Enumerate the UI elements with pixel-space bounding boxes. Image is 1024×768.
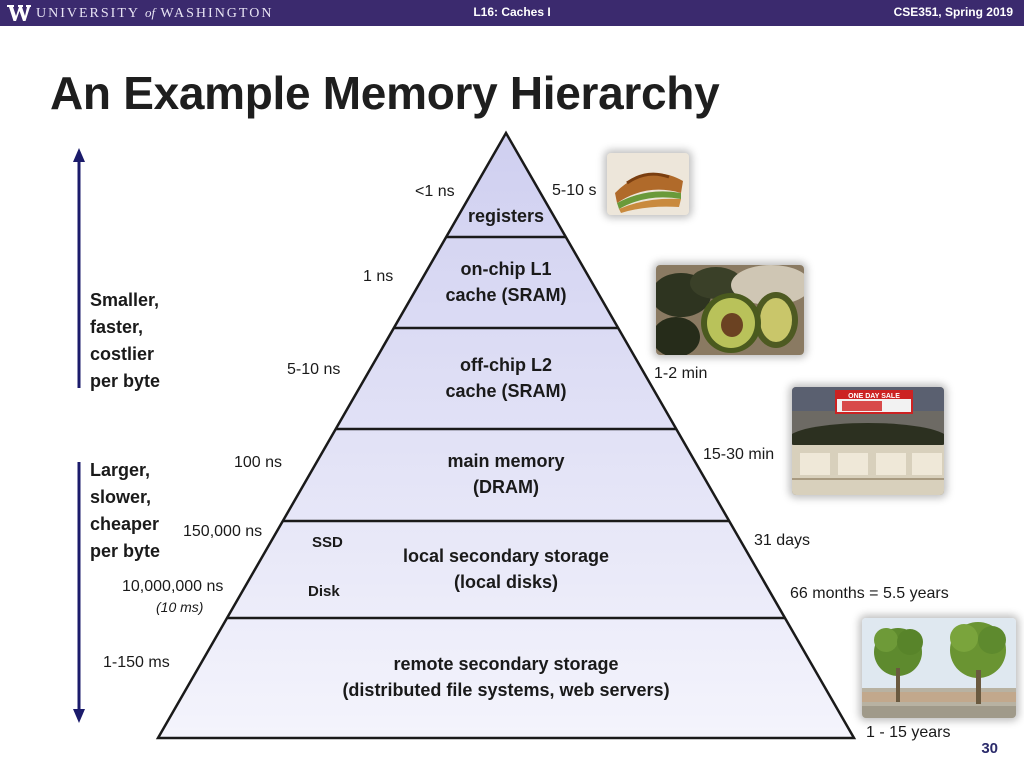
uw-w-logo-icon — [7, 5, 31, 21]
analogy-disk: 66 months = 5.5 years — [790, 585, 949, 602]
level-l2-cache: off-chip L2 cache (SRAM) — [406, 352, 606, 404]
sandwich-photo — [607, 153, 689, 215]
level-line: off-chip L2 — [460, 355, 552, 375]
side-top-line: per byte — [90, 371, 161, 391]
side-bottom-line: Larger, — [90, 460, 151, 480]
level-main-memory: main memory (DRAM) — [386, 448, 626, 500]
double-arrow-icon — [73, 148, 85, 723]
header-bar: UNIVERSITY of WASHINGTON L16: Caches I C… — [0, 0, 1024, 26]
level-line: (local disks) — [453, 572, 559, 592]
side-label-top: Smaller, faster, costlier per byte — [90, 287, 160, 395]
sale-sign-text: ONE DAY SALE — [848, 393, 900, 400]
time-disk: 10,000,000 ns — [122, 578, 224, 595]
level-line: (DRAM) — [473, 477, 539, 497]
lecture-title: L16: Caches I — [473, 5, 551, 19]
level-line: remote secondary storage — [393, 654, 619, 674]
course-label: CSE351, Spring 2019 — [893, 5, 1013, 19]
disk-label: Disk — [308, 583, 340, 600]
side-bottom-line: cheaper — [90, 514, 160, 534]
analogy-ssd: 31 days — [754, 532, 811, 549]
page-number: 30 — [981, 740, 998, 757]
level-line: registers — [467, 206, 545, 226]
ssd-label: SSD — [312, 534, 343, 551]
analogy-main-memory: 15-30 min — [703, 446, 775, 463]
level-remote-storage: remote secondary storage (distributed fi… — [306, 651, 706, 703]
page-title: An Example Memory Hierarchy — [50, 67, 720, 119]
time-registers: <1 ns — [415, 183, 455, 200]
avocado-photo — [656, 265, 804, 355]
level-line: cache (SRAM) — [445, 285, 567, 305]
analogy-registers: 5-10 s — [552, 182, 597, 199]
time-disk-note: (10 ms) — [156, 599, 204, 615]
level-line: local secondary storage — [402, 546, 610, 566]
analogy-l2: 1-2 min — [654, 365, 708, 382]
sandwich-icon — [607, 153, 689, 215]
level-line: (distributed file systems, web servers) — [342, 680, 670, 700]
time-l1: 1 ns — [363, 268, 394, 285]
side-top-line: costlier — [90, 344, 155, 364]
university-name: UNIVERSITY of WASHINGTON — [36, 5, 274, 21]
time-ssd: 150,000 ns — [183, 523, 263, 540]
side-top-line: faster, — [90, 317, 144, 337]
avocado-bins-photo: ONE DAY SALE — [792, 387, 944, 495]
avocado-bins-icon: ONE DAY SALE — [792, 387, 944, 495]
side-label-bottom: Larger, slower, cheaper per byte — [90, 457, 160, 565]
time-l2: 5-10 ns — [287, 361, 341, 378]
side-bottom-line: per byte — [90, 541, 161, 561]
time-main-memory: 100 ns — [234, 454, 283, 471]
analogy-remote: 1 - 15 years — [866, 724, 951, 741]
avocado-icon — [656, 265, 804, 355]
level-line: on-chip L1 — [460, 259, 552, 279]
time-remote: 1-150 ms — [103, 654, 170, 671]
level-l1-cache: on-chip L1 cache (SRAM) — [406, 256, 606, 308]
level-local-storage: local secondary storage (local disks) — [366, 543, 646, 595]
level-line: cache (SRAM) — [445, 381, 567, 401]
level-line: main memory — [447, 451, 565, 471]
side-bottom-line: slower, — [90, 487, 152, 507]
side-top-line: Smaller, — [90, 290, 160, 310]
avocado-trees-icon — [862, 618, 1016, 718]
pyramid-body — [155, 130, 857, 740]
level-registers: registers — [406, 203, 606, 229]
avocado-trees-photo — [862, 618, 1016, 718]
